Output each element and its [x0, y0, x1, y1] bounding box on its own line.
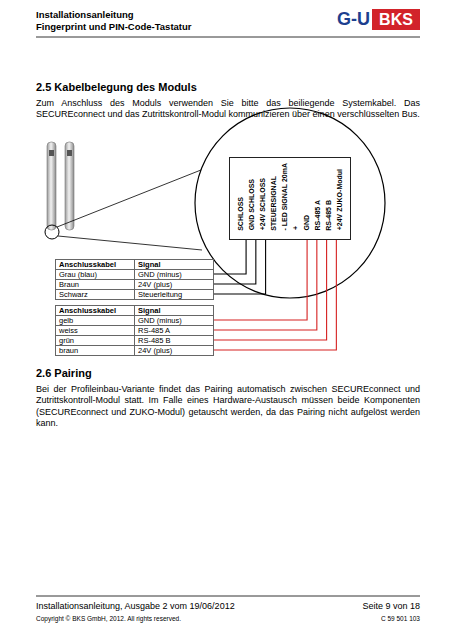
header-title: Installationsanleitung: [36, 9, 286, 21]
table-row: grünRS-485 B: [55, 335, 213, 345]
copyright-note: Copyright © BKS GmbH, 2012. All rights r…: [36, 615, 316, 623]
pin-label: SCHLOSS: [236, 197, 245, 231]
cable-wire: [213, 240, 336, 350]
section-heading: 2.6 Pairing: [36, 367, 416, 381]
logo-text: G-U: [326, 8, 370, 31]
detail-marker: [45, 225, 59, 239]
pin-label: STEUERSIGNAL: [269, 176, 278, 231]
pin-label: - LED SIGNAL 20mA: [280, 163, 289, 231]
table-cell: braun: [55, 345, 135, 356]
pin-label: RS-485 B: [324, 200, 333, 231]
table-cell: Steuerleitung: [134, 289, 214, 300]
pin-label: +24V ZUKO-Modul: [335, 169, 344, 230]
table-cell: Schwarz: [55, 289, 135, 300]
body-text: Bei der Profileinbau-Variante findet das…: [36, 384, 420, 429]
table-header-row: AnschlusskabelSignal: [55, 259, 213, 269]
cable-wire: [213, 240, 266, 294]
magnifier-line: [58, 236, 202, 250]
pin-label: +: [291, 226, 300, 230]
table-row: weissRS-485 A: [55, 325, 213, 335]
magnifier-line: [57, 168, 206, 227]
table-row: braun24V (plus): [55, 345, 213, 355]
terminal-module: SCHLOSSGND SCHLOSS+24V SCHLOSSSTEUERSIGN…: [229, 157, 351, 240]
table-cell: 24V (plus): [134, 345, 214, 356]
cable-wire: [213, 240, 307, 320]
table-row: gelbGND (minus): [55, 315, 213, 325]
logo-red-field: [372, 9, 420, 30]
logo-text: BKS: [372, 10, 420, 30]
table-header-row: AnschlusskabelSignal: [55, 305, 213, 315]
pin-label: GND: [302, 215, 311, 231]
body-text: Zum Anschluss des Moduls verwenden Sie b…: [36, 98, 420, 121]
table-row: Grau (blau)GND (minus): [55, 269, 213, 279]
cable-wire: [213, 240, 246, 274]
header-rule: [36, 37, 420, 38]
cable-wire: [213, 240, 256, 284]
detail-circle: [195, 108, 385, 298]
footer-rule: [36, 596, 420, 597]
pin-label: RS-485 A: [313, 200, 322, 230]
document-number: C 59 501 103: [320, 615, 420, 623]
table-row: SchwarzSteuerleitung: [55, 289, 213, 299]
section-heading: 2.5 Kabelbelegung des Moduls: [36, 81, 416, 95]
pin-label: +24V SCHLOSS: [258, 178, 267, 230]
pin-label: GND SCHLOSS: [247, 179, 256, 230]
cable-wire: [213, 240, 327, 340]
footer-text: Installationsanleitung, Ausgabe 2 vom 19…: [36, 601, 316, 612]
reader-units: [47, 142, 74, 230]
page-number: Seite 9 von 18: [320, 601, 420, 612]
header-subtitle: Fingerprint und PIN-Code-Tastatur: [36, 21, 286, 33]
cable-wire: [213, 240, 317, 330]
table-row: Braun24V (plus): [55, 279, 213, 289]
